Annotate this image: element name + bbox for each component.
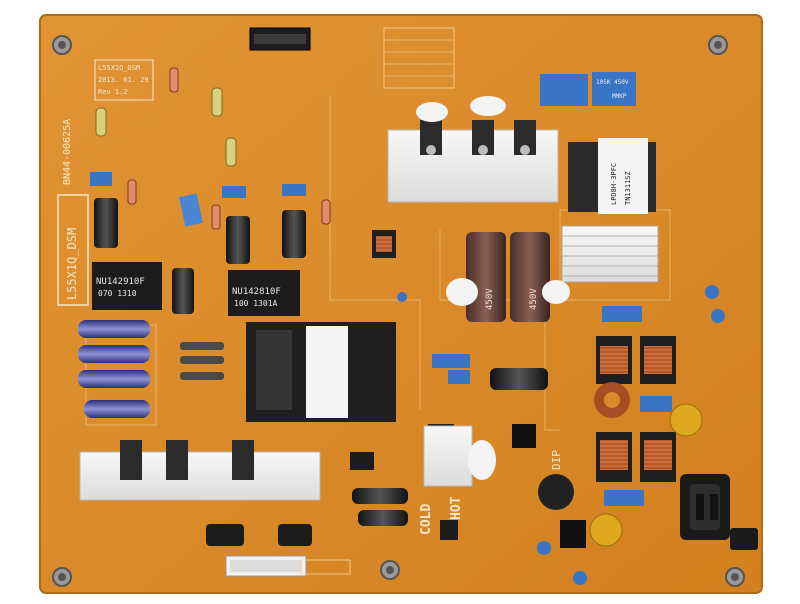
- vertical-part-label: BN44-00625A: [62, 119, 73, 185]
- date-label: 2013. 01. 29: [98, 76, 149, 84]
- blue-cap-text: 105K 450V: [596, 79, 629, 86]
- ac-input-connector: [680, 474, 758, 550]
- transformer-lpd8h: LPD8H-3PFC TN1311SZ: [568, 138, 656, 214]
- small-blue-parts: 105K 450V MMKP: [90, 72, 725, 585]
- heatsink-upper: [387, 96, 559, 203]
- heatsink-hot: [423, 425, 496, 487]
- cap-voltage-1: 450V: [485, 288, 495, 310]
- revision-block: L55X1Q_DSM 2013. 01. 29 Rev 1.2: [94, 59, 154, 101]
- small-black-parts: [206, 368, 586, 548]
- vertical-model-label: L55X1Q_DSM: [65, 228, 79, 300]
- transformers-left: NU142910F 070 1310 NU142810F 100 1301A: [92, 262, 300, 316]
- resistors-topleft: [95, 67, 331, 230]
- electrolytic-caps-left: [94, 198, 306, 314]
- lpdsh-label: LPD8H-3PFC: [610, 163, 618, 205]
- heatsink-lower-left: [79, 440, 321, 501]
- transformer-code-2: 100 1301A: [234, 299, 278, 308]
- rev-label: Rev 1.2: [98, 88, 128, 96]
- transformer-label-2: NU142810F: [232, 287, 281, 297]
- silk-misc: [299, 27, 455, 575]
- diodes-mid: [180, 342, 224, 380]
- top-connector: [249, 27, 311, 51]
- heatsink-right: [561, 225, 659, 283]
- bottom-connector: [225, 555, 307, 577]
- transformer-main: [246, 322, 396, 422]
- hot-label: HOT: [449, 496, 464, 520]
- cold-label: COLD: [419, 504, 434, 535]
- cap-voltage-2: 450V: [529, 288, 539, 310]
- blue-capacitor-stack: [78, 320, 150, 418]
- chokes: [372, 230, 676, 482]
- dip-label: DIP: [550, 450, 563, 470]
- bulk-capacitors: 450V 450V: [446, 232, 570, 322]
- transformer-label-1: NU142910F: [96, 277, 145, 287]
- mounting-holes: [52, 35, 745, 587]
- transformer-code-1: 070 1310: [98, 289, 137, 298]
- blue-cap-text-2: MMKP: [612, 93, 627, 100]
- yellow-disc-caps: [589, 403, 703, 547]
- vertical-label-block: L55X1Q_DSM BN44-00625A: [57, 119, 89, 306]
- lpdsh-code: TN1311SZ: [624, 171, 632, 205]
- model-code: L55X1Q_DSM: [98, 64, 140, 72]
